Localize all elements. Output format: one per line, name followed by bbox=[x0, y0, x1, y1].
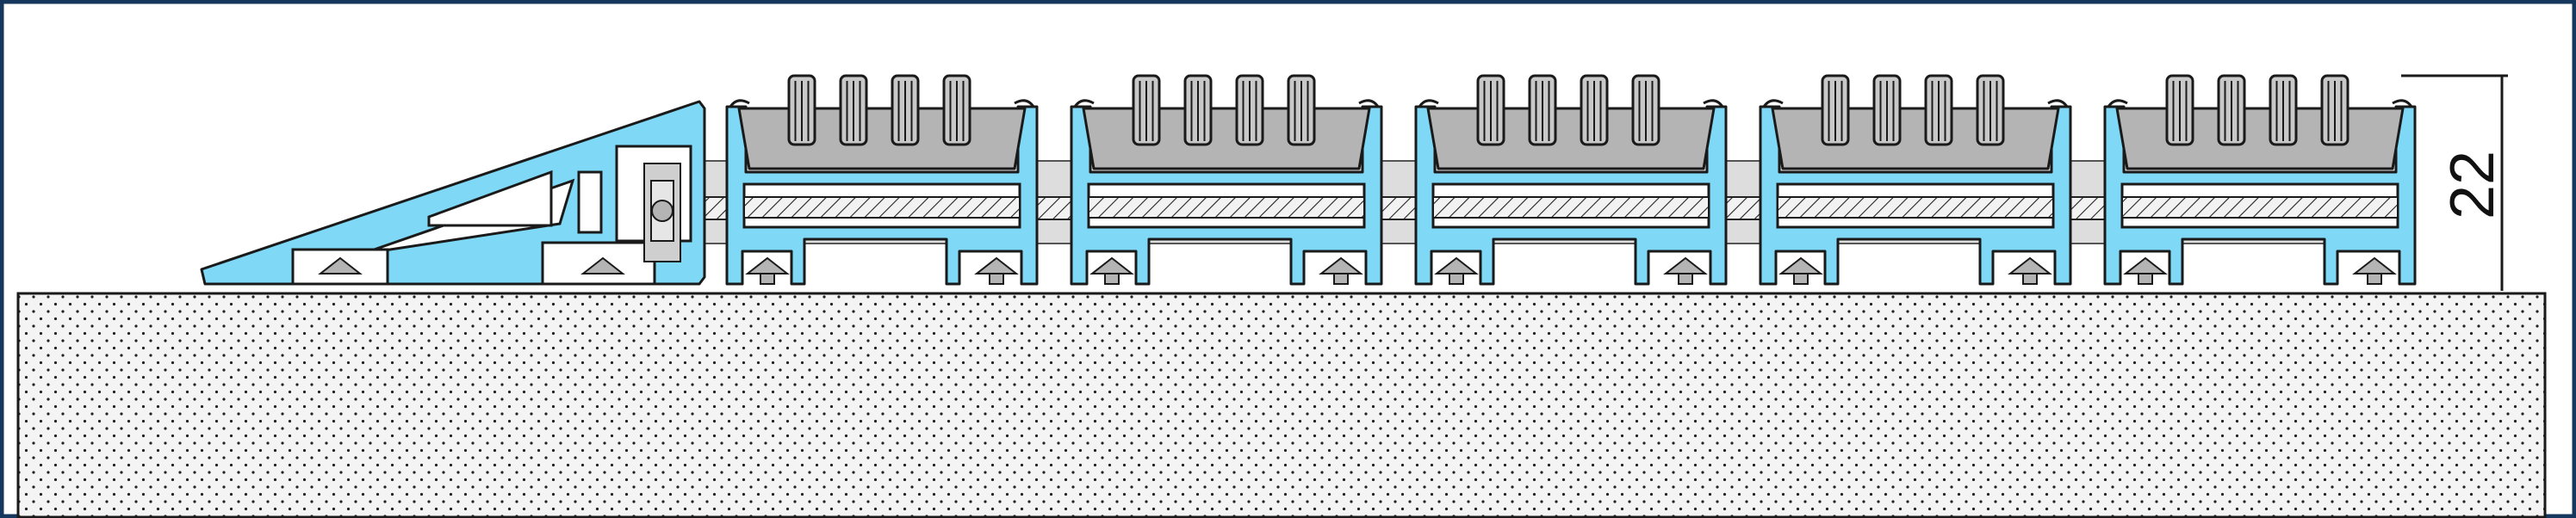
floor-substrate bbox=[16, 292, 2547, 518]
mat-module bbox=[1759, 74, 2072, 286]
mat-module bbox=[2103, 74, 2417, 286]
dimension-label: 22 bbox=[2438, 151, 2507, 219]
ramp-profile bbox=[200, 100, 706, 286]
mat-module bbox=[1070, 74, 1383, 286]
module-group bbox=[725, 74, 2417, 286]
mat-module bbox=[1414, 74, 1728, 286]
mat-module bbox=[725, 74, 1039, 286]
height-dimension: 22 bbox=[2401, 74, 2508, 291]
